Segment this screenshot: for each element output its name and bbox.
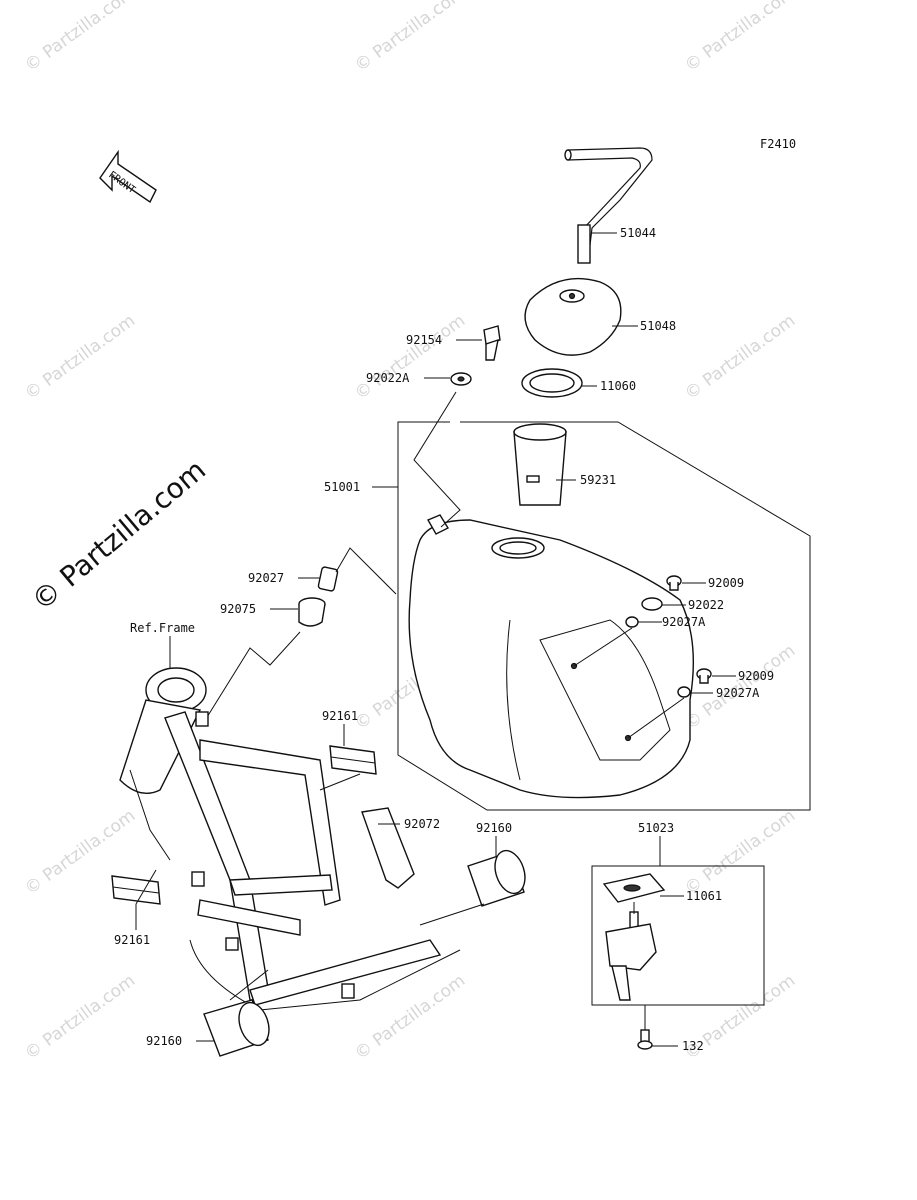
collar-leader-lines xyxy=(335,547,397,595)
label-92022a: 92022A xyxy=(366,371,410,385)
collar-92027a-a xyxy=(625,616,639,628)
watermark: © Partzilla.com xyxy=(351,971,469,1064)
ref-frame-label: Ref.Frame xyxy=(130,621,195,635)
label-92160-b: 92160 xyxy=(146,1034,182,1048)
rubber-92161-a xyxy=(329,745,377,775)
gasket-11060 xyxy=(521,368,583,398)
label-92161-b: 92161 xyxy=(114,933,150,947)
label-51044: 51044 xyxy=(620,226,656,240)
damper-92075 xyxy=(298,597,326,627)
watermark: © Partzilla.com xyxy=(21,971,139,1064)
tank-bracket-lines xyxy=(397,421,811,811)
label-59231: 59231 xyxy=(580,473,616,487)
label-11060: 11060 xyxy=(600,379,636,393)
damper-leader-lines xyxy=(203,631,301,723)
watermark: © Partzilla.com xyxy=(21,0,139,76)
gasket-11061 xyxy=(602,873,666,903)
washer-92022a-hole xyxy=(457,376,465,382)
bolt-92154 xyxy=(483,325,501,361)
rubber-92160-b xyxy=(203,999,270,1057)
fuel-cap xyxy=(524,277,622,356)
screw-132 xyxy=(637,1029,653,1050)
callouts: 51044 51048 92154 92022A 11060 51001 592… xyxy=(114,226,774,1053)
watermark: © Partzilla.com xyxy=(681,0,799,76)
breather-hose xyxy=(564,147,653,264)
label-92160-a: 92160 xyxy=(476,821,512,835)
label-92027: 92027 xyxy=(248,571,284,585)
label-51023: 51023 xyxy=(638,821,674,835)
watermark: © Partzilla.com xyxy=(351,0,469,76)
rubber-92161-b xyxy=(111,875,161,905)
label-92072: 92072 xyxy=(404,817,440,831)
watermark: © Partzilla.com xyxy=(681,311,799,404)
label-92009-b: 92009 xyxy=(738,669,774,683)
collar-92027 xyxy=(317,566,339,592)
figure-code: F2410 xyxy=(760,137,796,151)
label-92154: 92154 xyxy=(406,333,442,347)
label-132: 132 xyxy=(682,1039,704,1053)
label-92075: 92075 xyxy=(220,602,256,616)
strap-92072 xyxy=(361,807,415,889)
screw-92009-b xyxy=(696,668,712,684)
screw-92009-a xyxy=(666,575,682,591)
label-92161-a: 92161 xyxy=(322,709,358,723)
watermark-large: © Partzilla.com xyxy=(25,453,212,617)
rubber-92160-a xyxy=(467,849,526,907)
label-51048: 51048 xyxy=(640,319,676,333)
hardware-leader-lines xyxy=(573,627,685,739)
fuel-tank xyxy=(408,514,695,799)
watermark: © Partzilla.com xyxy=(21,311,139,404)
watermark: © Partzilla.com xyxy=(351,311,469,404)
label-11061: 11061 xyxy=(686,889,722,903)
collar-92027a-b xyxy=(677,686,691,698)
label-51001: 51001 xyxy=(324,480,360,494)
frame xyxy=(119,667,461,1011)
watermark: © Partzilla.com xyxy=(681,806,799,899)
watermarks: © Partzilla.com © Partzilla.com © Partzi… xyxy=(21,0,799,1064)
label-92027a-b: 92027A xyxy=(716,686,760,700)
front-arrow-icon: FRONT xyxy=(99,149,157,204)
tank-leader-lines xyxy=(413,391,461,528)
filter-59231 xyxy=(513,423,567,506)
label-92009-a: 92009 xyxy=(708,576,744,590)
washer-92022 xyxy=(641,597,663,611)
label-92027a-a: 92027A xyxy=(662,615,706,629)
fuel-cock xyxy=(605,911,657,1001)
label-92022: 92022 xyxy=(688,598,724,612)
fuel-cock-box xyxy=(591,865,765,1006)
